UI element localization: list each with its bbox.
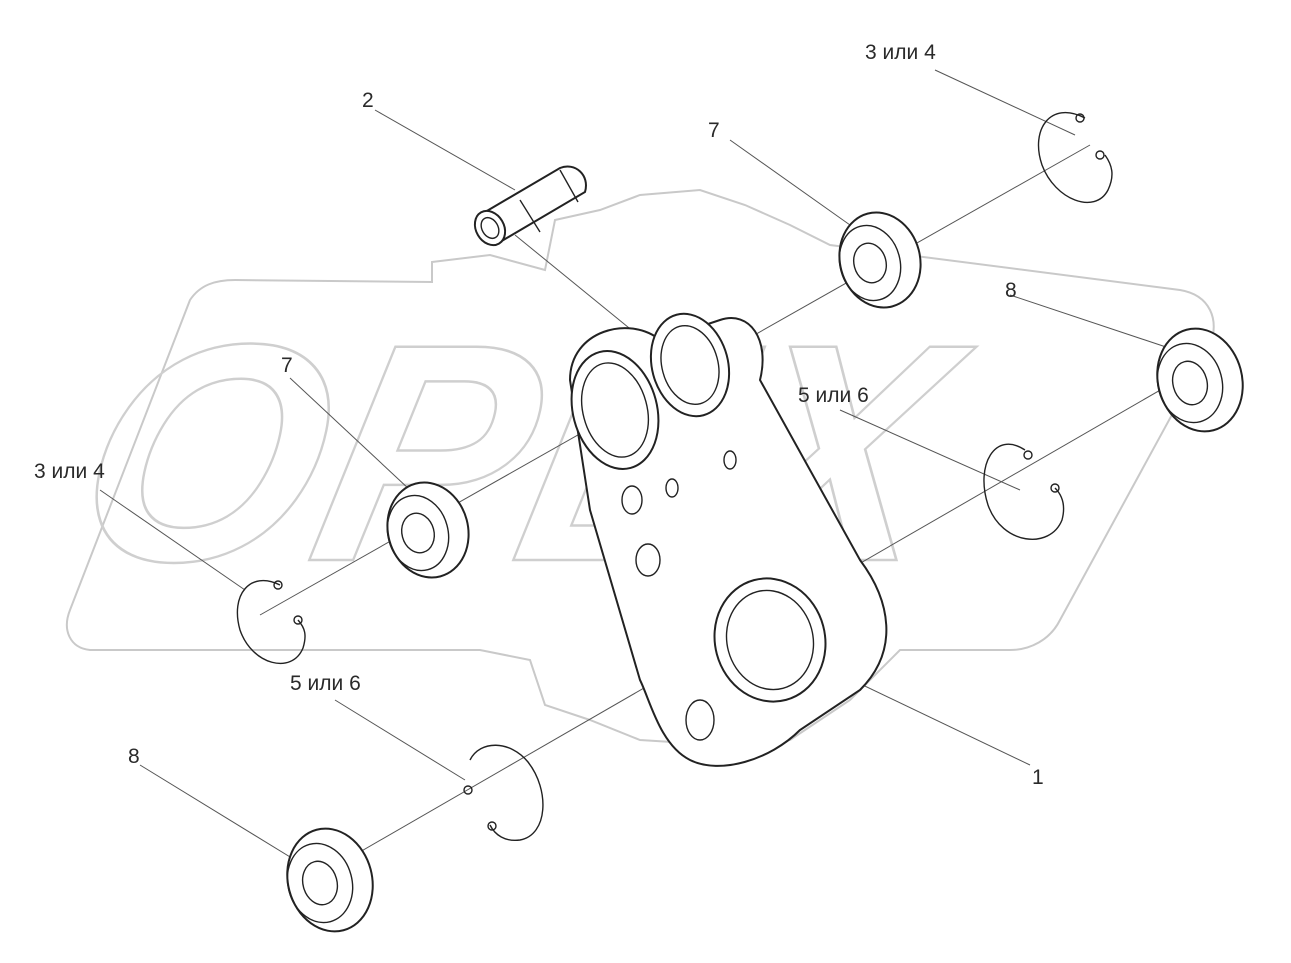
callout-part-3-or-4-top: 3 или 4 — [865, 41, 936, 64]
callout-part-3-or-4-left: 3 или 4 — [34, 460, 105, 483]
callout-part-8-right: 8 — [1005, 279, 1017, 302]
part-7-bearing-left — [386, 481, 470, 579]
watermark-gear-outline — [65, 188, 1215, 747]
callout-part-1: 1 — [1032, 766, 1044, 789]
part-3-or-4-ring-left — [236, 579, 306, 665]
part-8-bearing-bottom — [286, 827, 374, 933]
callout-part-2: 2 — [362, 89, 374, 112]
callout-part-7-top: 7 — [708, 119, 720, 142]
part-5-or-6-ring-bottom — [463, 744, 544, 842]
callout-part-5-or-6-bottom: 5 или 6 — [290, 672, 361, 695]
part-5-or-6-ring-right — [983, 443, 1065, 540]
part-1-link-plate — [568, 312, 888, 767]
part-2-pin — [473, 165, 587, 247]
part-7-bearing-top — [838, 211, 922, 309]
callout-part-8-bottom: 8 — [128, 745, 140, 768]
part-3-or-4-ring-top — [1037, 111, 1113, 204]
part-8-bearing-right — [1156, 327, 1244, 433]
callout-labels: 2 3 или 4 7 8 7 5 или 6 3 или 4 5 или 6 … — [34, 41, 1044, 789]
callout-part-7-left: 7 — [281, 354, 293, 377]
callout-part-5-or-6-right: 5 или 6 — [798, 384, 869, 407]
